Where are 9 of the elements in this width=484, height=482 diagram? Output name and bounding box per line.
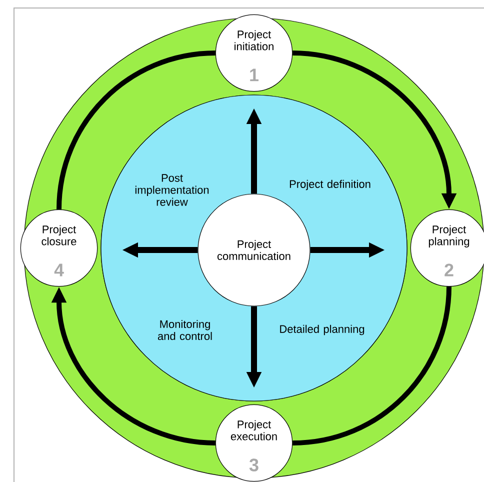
cycle-line [56,50,216,210]
node-label: 4 [54,264,64,276]
node-label: Project closure [42,225,76,246]
phase-label: Detailed planning [280,324,364,336]
node-label: Project initiation [234,30,274,50]
node-label: 1 [250,68,259,82]
phase-label: Monitoring and control [158,320,212,340]
cycle-line [292,286,452,446]
phase-label: Project definition [290,180,370,190]
